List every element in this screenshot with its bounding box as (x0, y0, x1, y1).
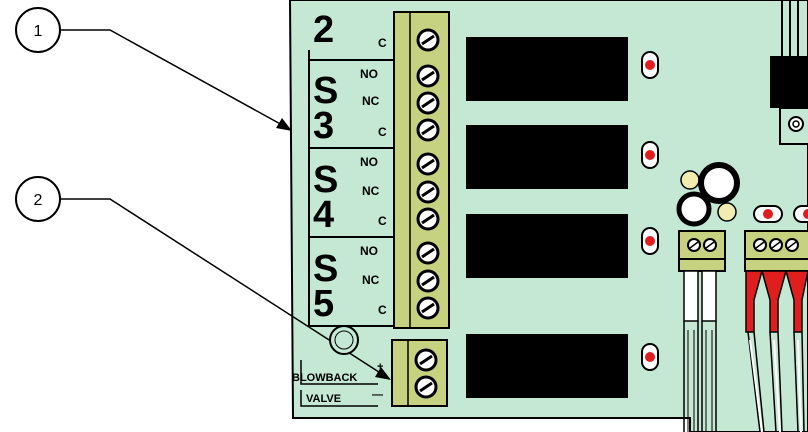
terminal-label-4-c: C (378, 214, 387, 228)
terminal-label-2-c: C (378, 36, 387, 50)
blowback-minus: — (372, 389, 383, 401)
relay-4 (466, 334, 628, 398)
blowback-screw-1 (414, 348, 438, 372)
terminal-screw-3 (416, 91, 440, 115)
blowback-plus: + (377, 361, 383, 373)
relay-led-3 (641, 227, 659, 255)
blowback-bracket (300, 360, 378, 407)
terminal-screw-8 (416, 241, 440, 265)
terminal-label-3-no: NO (360, 67, 378, 81)
terminal-label-4-nc: NC (362, 184, 380, 198)
voltage-regulator (770, 0, 808, 145)
terminal-screw-2 (416, 64, 440, 88)
power-terminal-block (678, 230, 726, 272)
capacitor-small-1 (680, 170, 700, 190)
blowback-label: BLOWBACK (292, 372, 357, 384)
right-led-2 (793, 205, 808, 223)
relay-4-letter: S (313, 159, 338, 201)
blowback-terminal-block (391, 339, 448, 407)
relay-3-letter: S (313, 70, 338, 112)
terminal-block (393, 11, 450, 329)
signal-terminal-block (744, 230, 808, 272)
relay-5-number: 5 (313, 283, 334, 325)
relay-4-number: 4 (313, 194, 334, 236)
terminal-label-4-no: NO (360, 155, 378, 169)
callout-2: 2 (15, 176, 391, 380)
valve-label: VALVE (306, 393, 341, 405)
terminal-screw-6 (416, 180, 440, 204)
relay-5-letter: S (313, 248, 338, 290)
capacitor-small-2 (717, 202, 737, 222)
terminal-screw-4 (416, 118, 440, 142)
red-wire-connectors (745, 270, 808, 432)
callout-1-number: 1 (34, 23, 43, 40)
blowback-screw-2 (414, 375, 438, 399)
terminal-screw-5 (416, 152, 440, 176)
terminal-label-5-no: NO (360, 244, 378, 258)
callout-1: 1 (15, 7, 292, 131)
relay-3-number: 3 (313, 105, 334, 147)
capacitor-large (698, 162, 740, 204)
terminal-screw-7 (416, 207, 440, 231)
terminal-label-5-c: C (378, 303, 387, 317)
terminal-screw-1 (416, 28, 440, 52)
relay-led-1 (641, 51, 659, 79)
right-led-1 (753, 205, 783, 223)
group-brackets (308, 50, 394, 327)
relay-1 (466, 37, 628, 101)
relay-2 (466, 125, 628, 189)
terminal-label-5-nc: NC (362, 273, 380, 287)
callout-1-leader (60, 29, 285, 127)
relay-2-label: 2 (313, 9, 334, 51)
white-wire-connectors (683, 270, 717, 432)
mounting-hole (329, 325, 359, 355)
callout-1-arrowhead (276, 118, 292, 131)
relay-led-2 (641, 141, 659, 169)
callout-2-number: 2 (34, 192, 43, 209)
relay-led-4 (641, 343, 659, 371)
terminal-label-3-nc: NC (362, 94, 380, 108)
terminal-label-3-c: C (378, 125, 387, 139)
terminal-screw-10 (416, 296, 440, 320)
capacitor-medium (676, 191, 712, 227)
callout-2-leader (60, 198, 383, 375)
terminal-screw-9 (416, 269, 440, 293)
callout-2-arrowhead (375, 367, 391, 380)
relay-3 (466, 214, 628, 278)
